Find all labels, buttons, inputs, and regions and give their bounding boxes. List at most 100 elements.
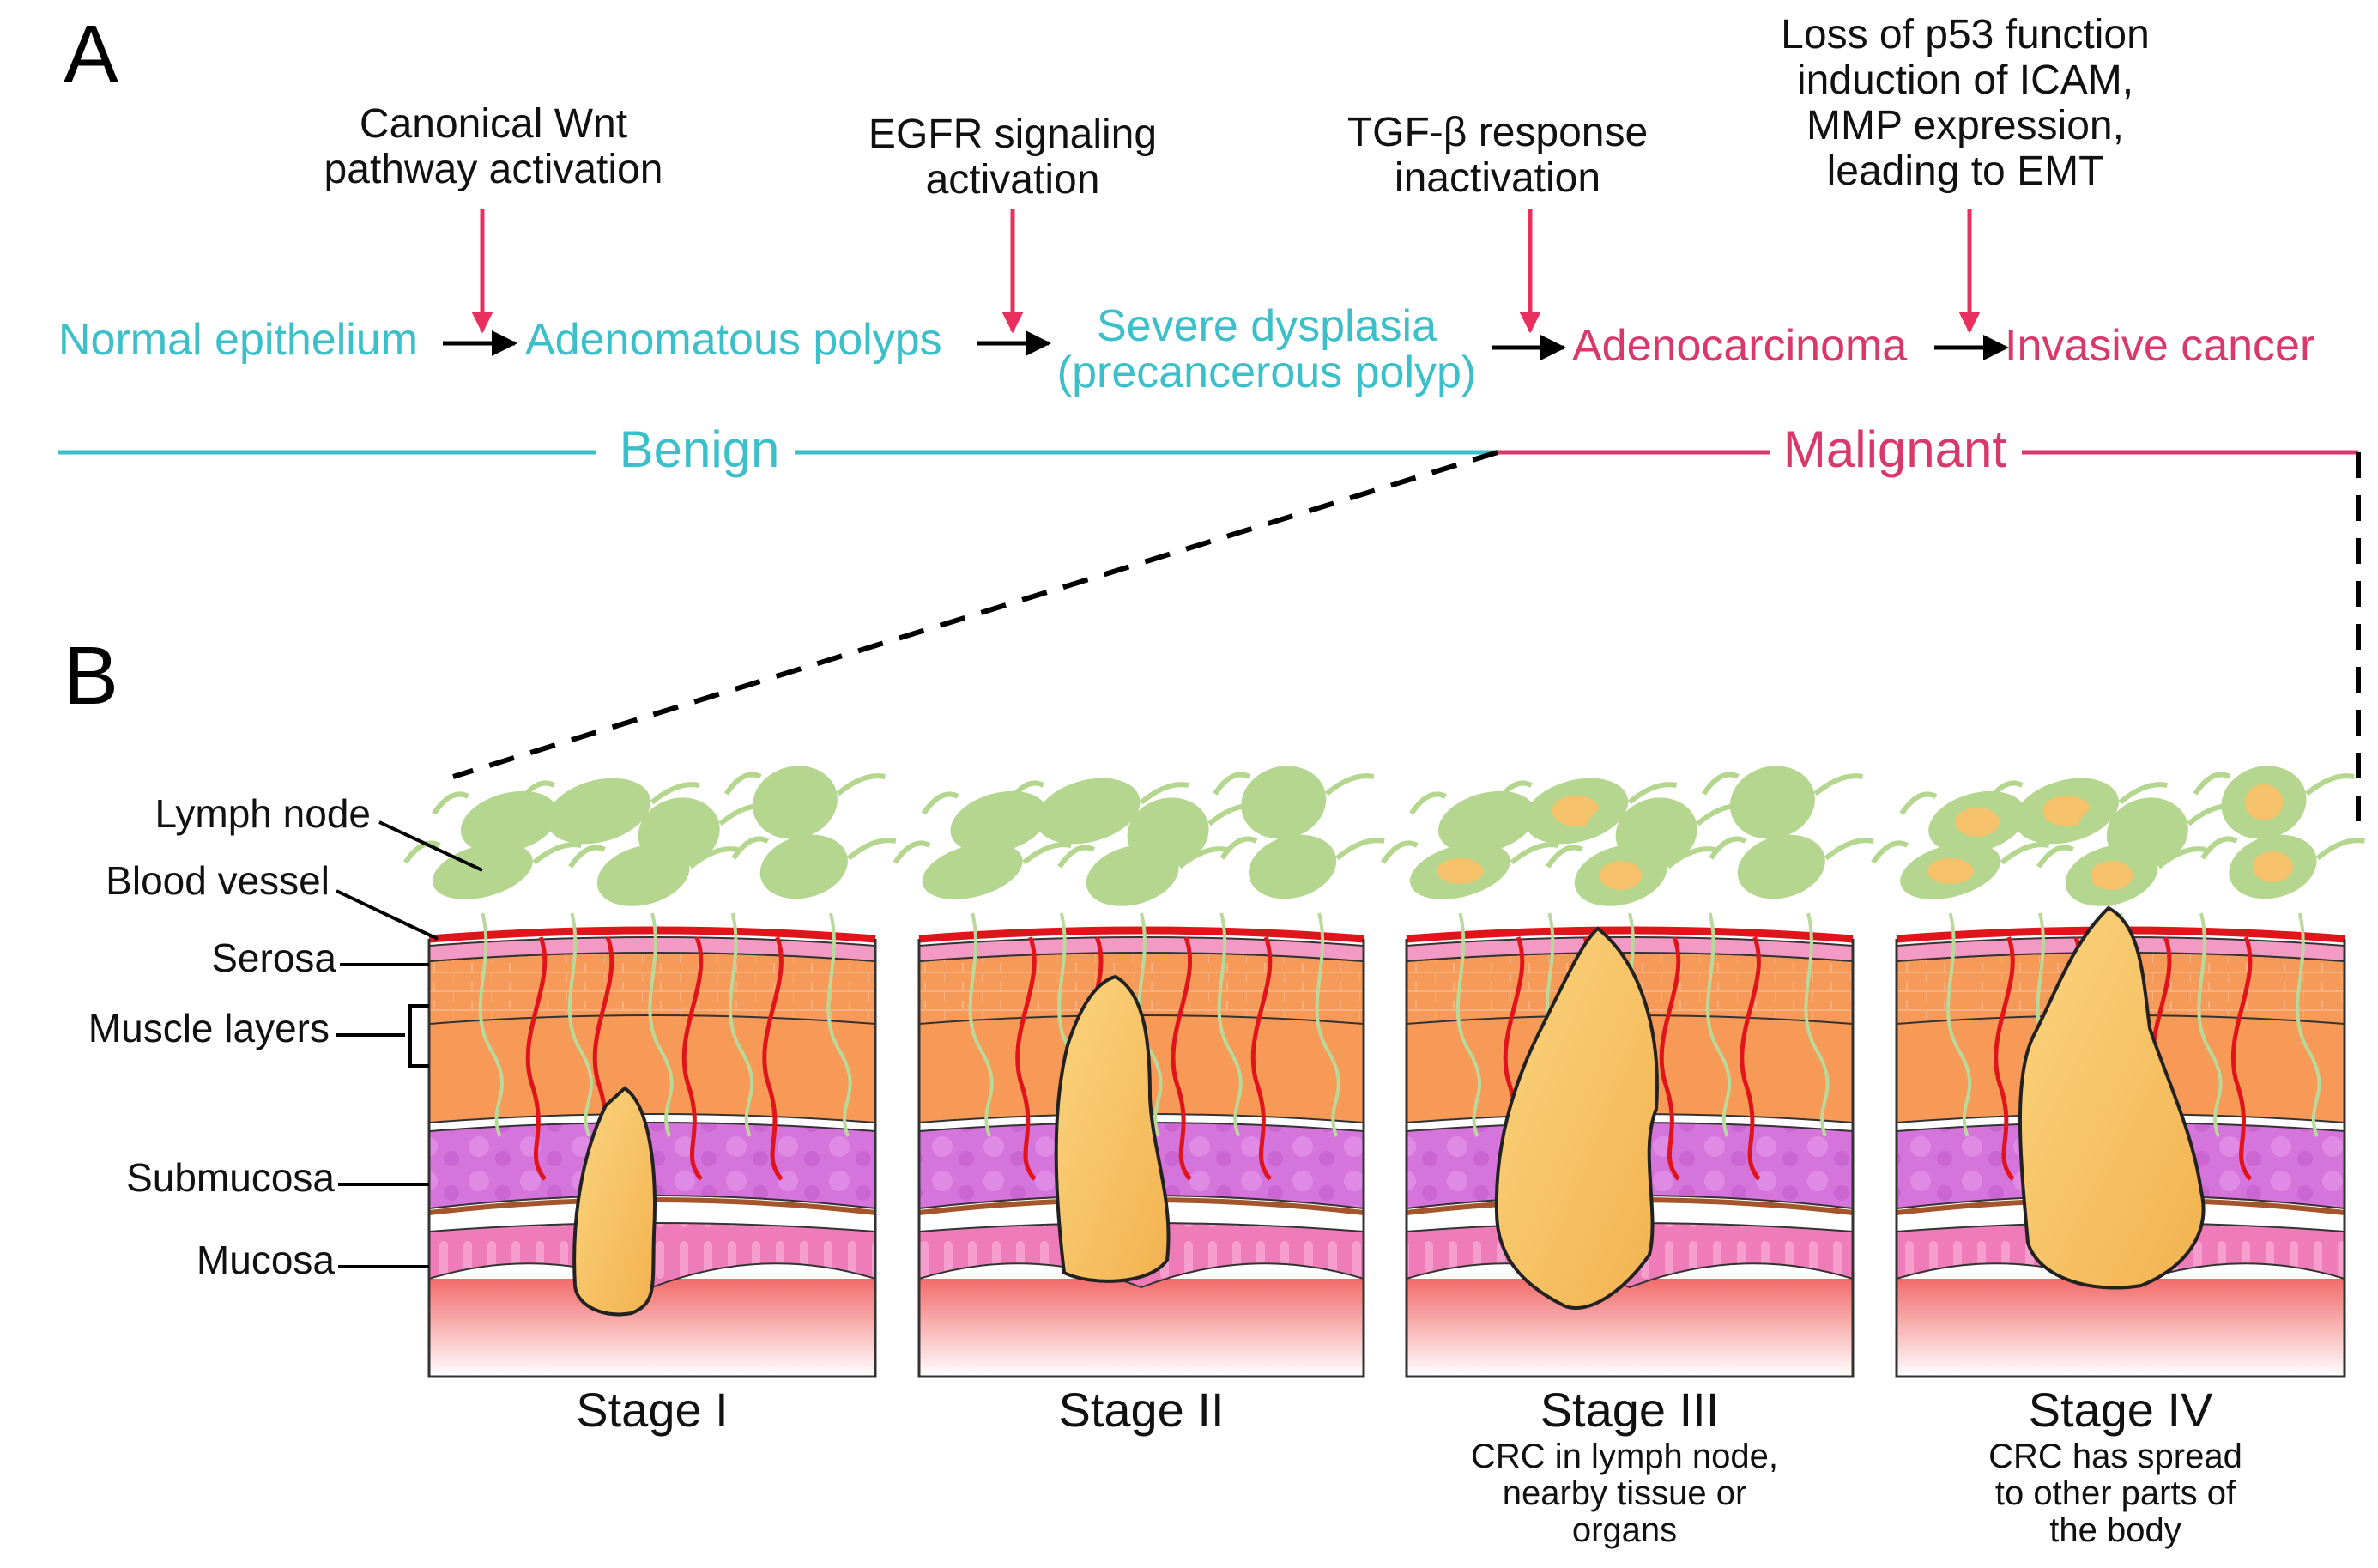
lymph-node-metastasis: [1599, 861, 1643, 890]
panel-letter-b: B: [64, 630, 118, 722]
lymph-vessel: [1495, 780, 1678, 805]
lymphatic-vessel: [2296, 912, 2321, 1137]
lymph-vessel: [1007, 780, 1189, 805]
lymph-vessel: [731, 836, 897, 861]
zoom-guides: [452, 450, 2361, 832]
lymphatic-vessel: [968, 912, 994, 1137]
lymph-node: [546, 778, 651, 845]
capillary: [1740, 936, 1761, 1181]
tumor: [2018, 905, 2206, 1290]
lymph-node: [950, 790, 1048, 854]
lymph-node: [596, 845, 690, 906]
stage-title: Stage II: [1058, 1383, 1224, 1437]
stage-label-4: Adenocarcinoma: [1572, 321, 1907, 371]
stage-label-3: Severe dysplasia(precancerous polyp): [1057, 301, 1476, 397]
capillary: [1171, 936, 1193, 1181]
capillary: [2230, 936, 2253, 1181]
lymph-node-metastasis: [2042, 796, 2091, 826]
tumor: [572, 1086, 657, 1317]
lymph-node: [1737, 834, 1825, 899]
capillary: [1659, 936, 1681, 1181]
lumen: [1897, 1279, 2345, 1377]
stage-panel-2: Stage II: [893, 766, 1385, 1437]
lymph-vessel: [1985, 780, 2168, 805]
lymphatic-vessel: [1706, 912, 1732, 1137]
capillary: [525, 936, 548, 1181]
lymph-node: [752, 766, 838, 839]
lymph-vessel: [402, 840, 582, 865]
tumor: [1054, 974, 1171, 1283]
panel-frame: [427, 939, 877, 1378]
lymph-node-metastasis: [1927, 858, 1974, 884]
lymph-vessel: [1701, 772, 1863, 796]
lymph-node: [1437, 790, 1536, 854]
stage-label-2: Adenomatous polyps: [525, 315, 942, 365]
lymphatic-vessel: [1217, 912, 1243, 1137]
layer-label-muscle-layers: Muscle layers: [88, 1006, 330, 1050]
layer-leader-line: [378, 820, 483, 872]
lymphatic-vessel: [1804, 912, 1830, 1137]
stage-title: Stage I: [576, 1383, 728, 1437]
lymph-vessel: [517, 780, 700, 805]
lymph-vessel: [1871, 840, 2050, 865]
lymphatic-vessel: [1946, 912, 1972, 1137]
muscle-layers-bracket: [408, 1004, 429, 1068]
stage-panel-1: Stage I: [402, 766, 897, 1437]
blood-vessel: [428, 926, 876, 943]
lymph-node: [1729, 766, 1815, 839]
lymph-vessel: [568, 845, 739, 869]
stage-title: Stage III: [1540, 1383, 1720, 1437]
capillary: [681, 936, 704, 1181]
lymph-vessel: [2199, 836, 2366, 861]
lymph-vessel: [893, 840, 1072, 865]
layer-label-submucosa: Submucosa: [126, 1155, 335, 1200]
panel-frame: [917, 939, 1365, 1378]
lumen: [1407, 1279, 1853, 1377]
zoom-guide-left: [452, 450, 1498, 779]
stage-title: Stage IV: [2029, 1383, 2213, 1437]
lymph-node-metastasis: [2244, 784, 2284, 820]
layer-label-lymph-node: Lymph node: [155, 791, 371, 836]
lymph-vessel: [2036, 845, 2207, 869]
lymph-node-metastasis: [1437, 858, 1484, 884]
lymph-node: [922, 843, 1023, 899]
lymph-node-metastasis: [2090, 861, 2133, 890]
lumen: [429, 1279, 875, 1377]
lymph-vessel: [723, 772, 886, 796]
lymph-vessel: [1709, 836, 1874, 861]
lymphatic-vessel: [478, 912, 504, 1137]
lymphatic-vessel: [1137, 912, 1163, 1137]
lymph-node: [1036, 778, 1141, 845]
lymph-node-metastasis: [2253, 851, 2293, 882]
lymph-node: [1241, 766, 1327, 839]
lumen: [919, 1279, 1364, 1377]
lymph-vessel: [1057, 845, 1228, 869]
lymphatic-vessel: [648, 912, 674, 1137]
lymph-node-metastasis: [1552, 796, 1600, 826]
category-benign: Benign: [620, 421, 780, 478]
capillary: [1015, 936, 1037, 1181]
blood-vessel: [918, 926, 1364, 943]
lymph-vessel: [2193, 772, 2355, 796]
lymph-vessel: [1546, 845, 1716, 869]
tumor: [1494, 926, 1659, 1310]
category-malignant: Malignant: [1783, 421, 2006, 478]
lymphatic-vessel: [567, 912, 593, 1137]
layer-label-blood-vessel: Blood vessel: [106, 858, 330, 903]
stage-label-1: Normal epithelium: [58, 315, 418, 365]
lymphatic-vessel: [1455, 912, 1481, 1137]
layer-leader-line: [336, 889, 439, 941]
blood-vessel: [1406, 926, 1854, 943]
